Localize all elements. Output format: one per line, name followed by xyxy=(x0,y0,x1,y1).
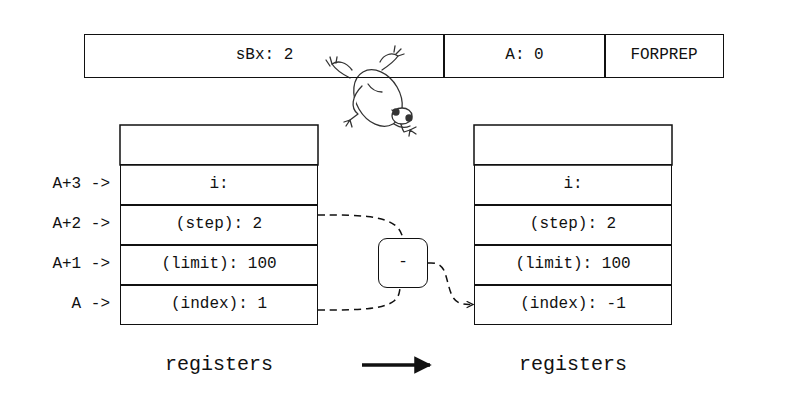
cell-text: i: xyxy=(563,176,582,194)
cell-text: FORPREP xyxy=(630,47,697,65)
register-cell: (limit): 100 xyxy=(474,244,672,286)
cell-text: (step): 2 xyxy=(176,216,262,234)
instruction-field: A: 0 xyxy=(443,34,606,78)
frog-illustration xyxy=(326,46,416,136)
transition-arrow xyxy=(362,363,430,367)
cell-text: (limit): 100 xyxy=(515,256,630,274)
cell-text: - xyxy=(398,254,408,272)
cell-text: sBx: 2 xyxy=(236,47,294,65)
data-flow-line xyxy=(428,263,473,305)
cell-text: (index): 1 xyxy=(171,296,267,314)
register-offset: A+2 -> xyxy=(4,216,110,234)
instruction-field: sBx: 2 xyxy=(84,34,445,78)
register-cell: (step): 2 xyxy=(474,204,672,246)
register-cell: (limit): 100 xyxy=(120,244,318,286)
cell-text: i: xyxy=(209,176,228,194)
caption-label: registers xyxy=(474,354,672,376)
register-cell: i: xyxy=(474,164,672,206)
cell-text: (index): -1 xyxy=(520,296,626,314)
register-cell: (index): -1 xyxy=(474,284,672,325)
operator-box: - xyxy=(378,238,428,288)
register-offset: A+3 -> xyxy=(4,176,110,194)
data-flow-line xyxy=(318,288,400,310)
cell-text: A: 0 xyxy=(505,47,543,65)
register-cell: (index): 1 xyxy=(120,284,318,325)
data-flow-line xyxy=(318,215,403,238)
caption-label: registers xyxy=(120,354,318,376)
register-offset: A -> xyxy=(4,296,110,314)
empty-register xyxy=(474,125,672,165)
cell-text: (step): 2 xyxy=(530,216,616,234)
opcode-field: FORPREP xyxy=(604,34,724,78)
cell-text: (limit): 100 xyxy=(161,256,276,274)
register-offset: A+1 -> xyxy=(4,256,110,274)
empty-register xyxy=(120,125,318,165)
register-cell: i: xyxy=(120,164,318,206)
register-cell: (step): 2 xyxy=(120,204,318,246)
